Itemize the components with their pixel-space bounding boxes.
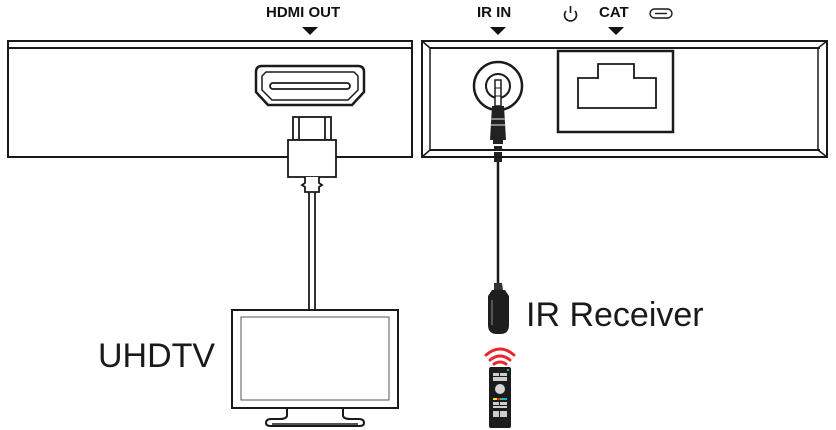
power-icon [563, 6, 578, 22]
remote-control-icon [489, 367, 511, 428]
uhdtv-icon [231, 309, 399, 427]
hdmi-out-arrow [302, 27, 318, 35]
ir-cable [490, 79, 506, 285]
uhdtv-label: UHDTV [98, 337, 216, 375]
hdmi-port[interactable] [254, 64, 366, 107]
cat-label: CAT [599, 4, 629, 21]
ir-in-arrow [490, 27, 506, 35]
left-device-panel [7, 40, 413, 158]
right-device-panel [421, 40, 828, 158]
hdmi-cable [287, 116, 337, 310]
link-icon [649, 8, 673, 19]
cat-port[interactable] [556, 49, 675, 134]
ir-signal-icon [484, 347, 516, 366]
ir-receiver-icon [488, 283, 509, 334]
cat-arrow [608, 27, 624, 35]
hdmi-out-label: HDMI OUT [266, 4, 341, 21]
ir-receiver-label: IR Receiver [526, 296, 704, 334]
ir-in-label: IR IN [477, 4, 512, 21]
